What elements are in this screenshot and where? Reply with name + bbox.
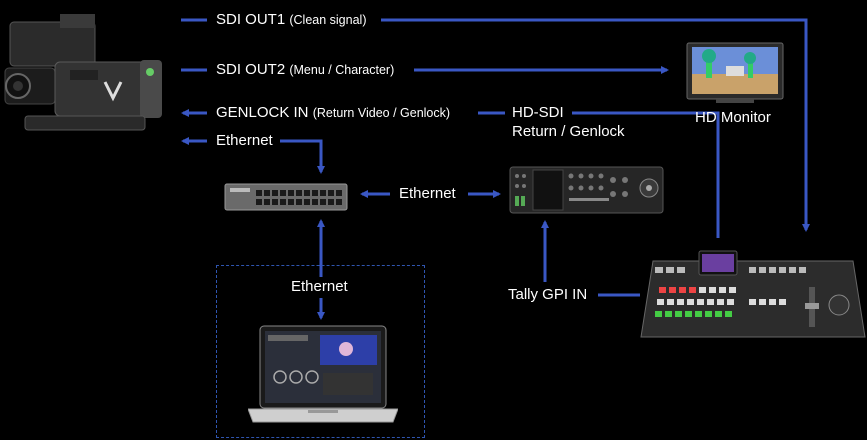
ethernet-laptop-label: Ethernet	[291, 278, 348, 295]
laptop-icon	[248, 325, 398, 423]
sdi-out1-line	[381, 18, 810, 232]
video-switcher-icon	[640, 250, 866, 338]
hd-sdi-label-line2: Return / Genlock	[512, 123, 625, 140]
ethernet-camera-label: Ethernet	[216, 132, 273, 149]
remote-control-panel-icon	[509, 166, 664, 214]
tally-gpi-in-label: Tally GPI IN	[508, 286, 588, 303]
hd-monitor-icon	[686, 42, 784, 103]
hd-monitor-label: HD Monitor	[695, 109, 771, 126]
ethernet-camera-line	[280, 139, 325, 174]
sdi-out2-label: SDI OUT2 (Menu / Character)	[216, 61, 395, 78]
hd-sdi-return-line	[572, 111, 720, 238]
hd-sdi-label-line1: HD-SDI	[512, 104, 564, 121]
network-switch-icon	[224, 183, 348, 211]
sdi-out1-label: SDI OUT1 (Clean signal)	[216, 11, 367, 28]
laptop-group-box	[216, 265, 425, 438]
ethernet-switch-rcp-label: Ethernet	[399, 185, 456, 202]
cinema-camera-icon	[4, 14, 162, 131]
genlock-in-label: GENLOCK IN (Return Video / Genlock)	[216, 104, 451, 121]
